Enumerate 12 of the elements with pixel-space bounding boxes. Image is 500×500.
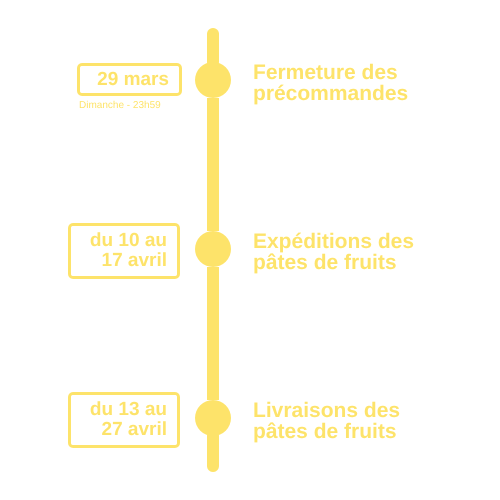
date-box: du 13 au 27 avril [68,392,180,448]
timeline-dot [195,231,231,267]
date-box: 29 mars [77,63,182,96]
timeline-dot [195,62,231,98]
timeline-dot [195,400,231,436]
time-note: Dimanche - 23h59 [79,100,161,111]
event-title: Fermeture des précommandes [253,62,410,104]
timeline-line [207,98,219,231]
date-box: du 10 au 17 avril [68,223,180,279]
event-title: Expéditions des pâtes de fruits [253,231,416,273]
event-title: Livraisons des pâtes de fruits [253,400,402,442]
timeline-line [207,267,219,400]
